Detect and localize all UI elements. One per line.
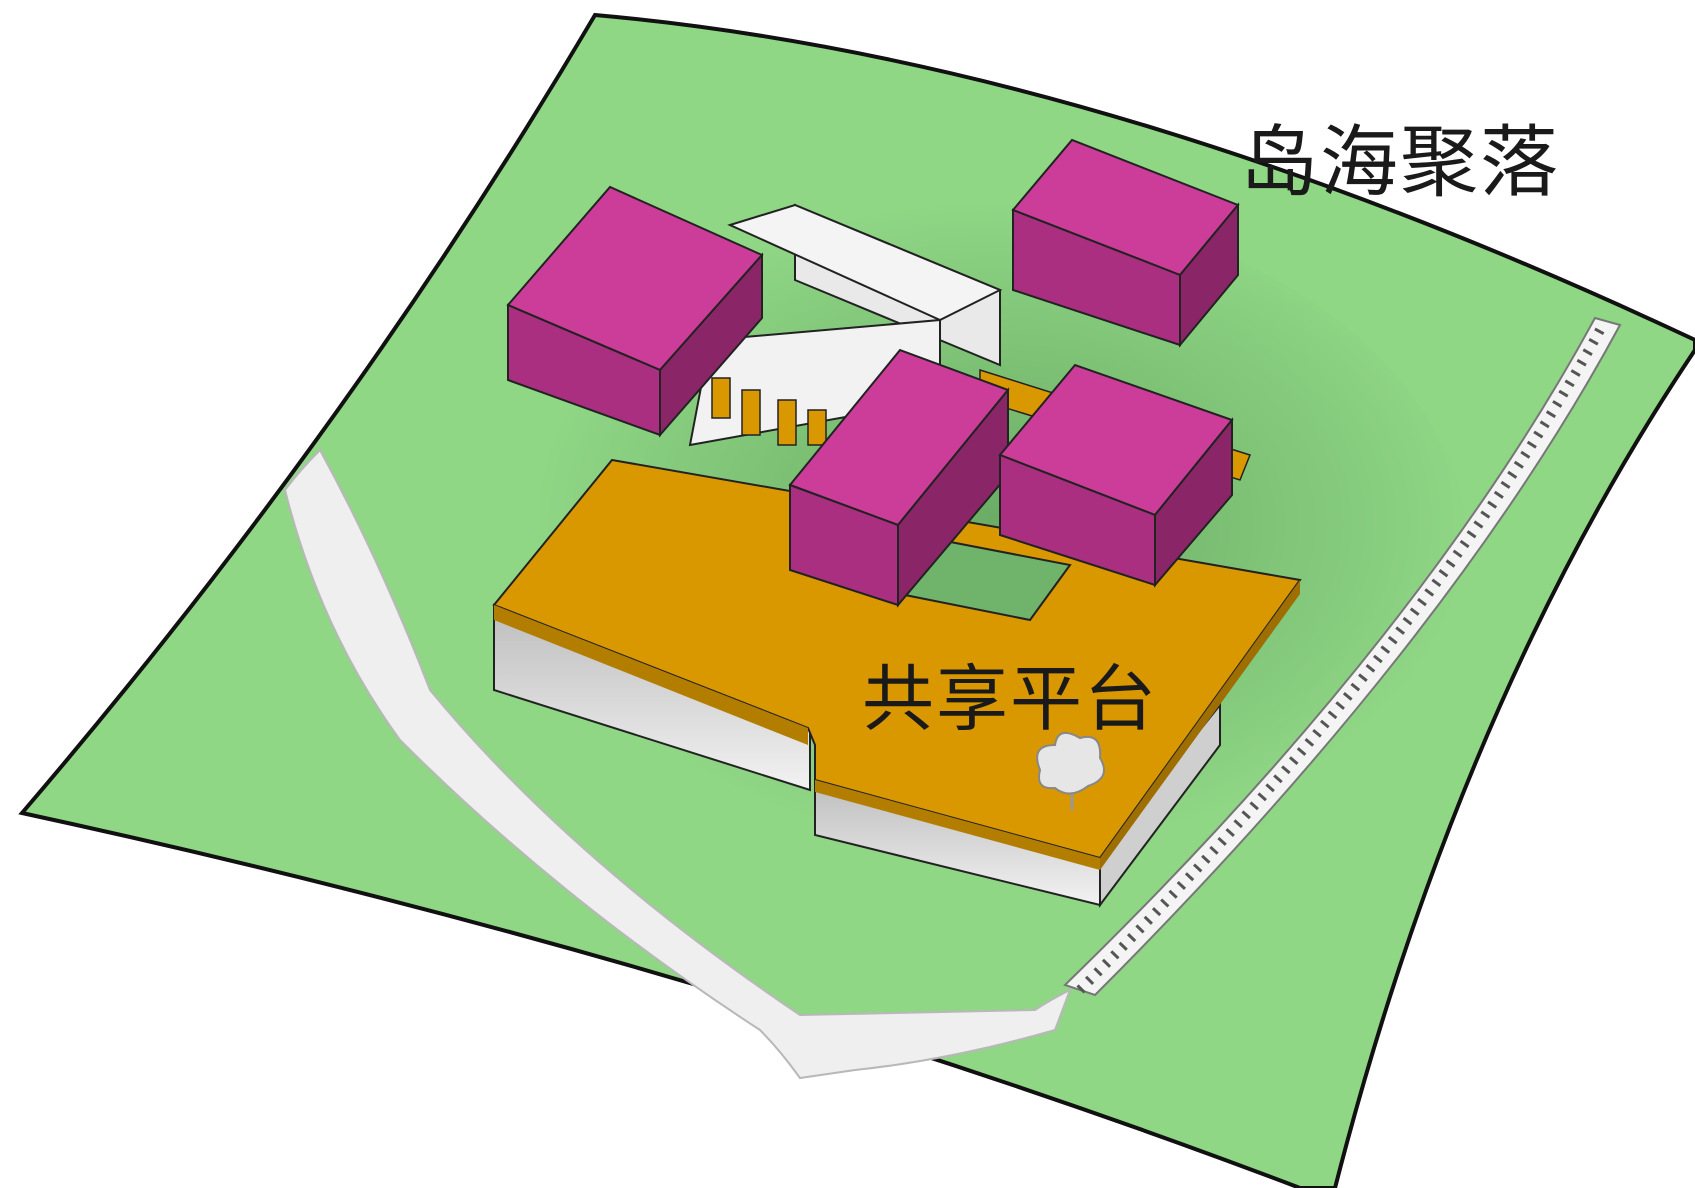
volume-northeast <box>1011 138 1240 348</box>
footpath <box>283 448 1072 1080</box>
shared-platform-label: 共享平台 <box>862 657 1159 741</box>
tree-icon <box>1036 731 1105 810</box>
project-title-label: 岛海聚落 <box>1240 118 1561 208</box>
volume-center <box>788 348 1010 608</box>
volume-northwest <box>506 185 764 438</box>
staircase <box>1063 316 1622 997</box>
volume-east <box>998 363 1234 588</box>
gable-roof-building <box>688 203 1003 447</box>
